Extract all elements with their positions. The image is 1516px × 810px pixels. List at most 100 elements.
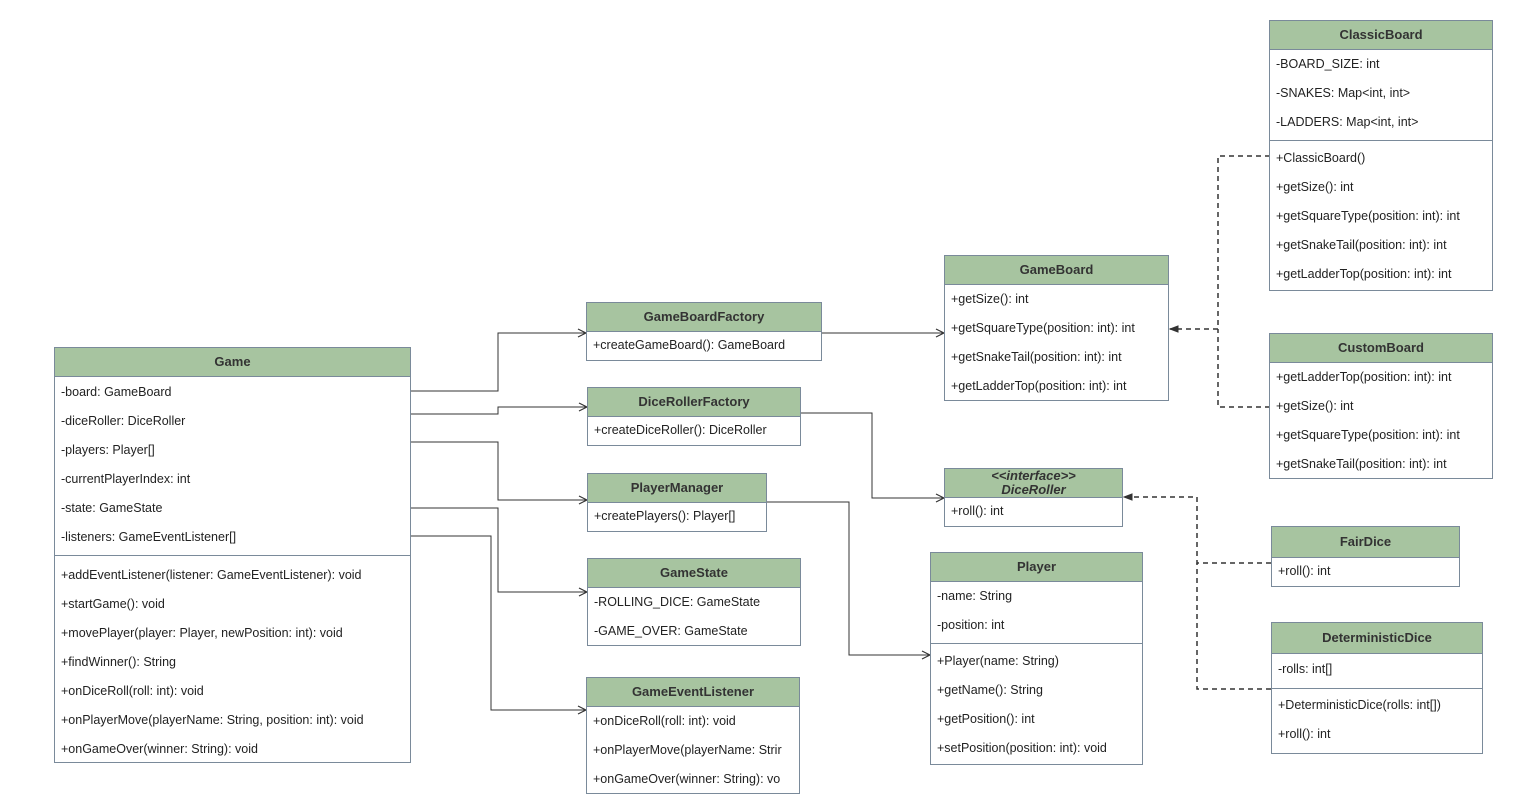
method: +DeterministicDice(rolls: int[]): [1278, 698, 1441, 712]
class-name: GameBoardFactory: [643, 309, 765, 324]
class-game-board[interactable]: GameBoard +getSize(): int +getSquareType…: [944, 255, 1169, 401]
class-fair-dice[interactable]: FairDice +roll(): int: [1271, 526, 1460, 587]
methods-section: +createPlayers(): Player[]: [588, 503, 766, 530]
class-name: GameState: [660, 565, 728, 580]
class-dice-roller-interface[interactable]: <<interface>> DiceRoller +roll(): int: [944, 468, 1123, 527]
class-header: GameBoardFactory: [587, 303, 821, 332]
class-header: PlayerManager: [588, 474, 766, 503]
method: +findWinner(): String: [61, 655, 176, 669]
edge-game-to-dice-roller-factory: [411, 407, 587, 415]
class-name: DeterministicDice: [1322, 630, 1432, 645]
class-game-state[interactable]: GameState -ROLLING_DICE: GameState -GAME…: [587, 558, 801, 646]
class-player[interactable]: Player -name: String -position: int +Pla…: [930, 552, 1143, 765]
edge-custom-board-realizes-game-board: [1217, 329, 1270, 408]
methods-section: +createGameBoard(): GameBoard: [587, 332, 821, 359]
edge-fair-dice-realizes-dice-roller: [1124, 497, 1271, 564]
method: +getLadderTop(position: int): int: [951, 379, 1127, 393]
class-name: FairDice: [1339, 534, 1392, 549]
method: +roll(): int: [951, 504, 1004, 518]
class-header: DeterministicDice: [1272, 623, 1482, 654]
method: +getSquareType(position: int): int: [1276, 209, 1460, 223]
edge-game-to-game-board-factory: [411, 333, 586, 392]
class-name: PlayerManager: [630, 480, 724, 495]
class-header: Player: [931, 553, 1142, 582]
attribute: -SNAKES: Map<int, int>: [1276, 86, 1411, 100]
methods-section: +createDiceRoller(): DiceRoller: [588, 417, 800, 444]
method: +getName(): String: [937, 683, 1043, 697]
attribute: -listeners: GameEventListener[]: [61, 530, 237, 544]
attribute: -LADDERS: Map<int, int>: [1276, 115, 1419, 129]
class-header: GameState: [588, 559, 800, 588]
method: +onDiceRoll(roll: int): void: [593, 714, 736, 728]
class-name: GameEventListener: [631, 684, 755, 699]
attribute: -currentPlayerIndex: int: [61, 472, 191, 486]
method: +onPlayerMove(playerName: Strir: [593, 743, 782, 757]
methods-section: +getLadderTop(position: int): int +getSi…: [1270, 363, 1492, 478]
edge-game-to-game-state: [411, 507, 587, 592]
class-header: DiceRollerFactory: [588, 388, 800, 417]
method: +getSnakeTail(position: int): int: [951, 350, 1122, 364]
edge-classic-board-realizes-game-board: [1170, 155, 1270, 329]
attribute: -players: Player[]: [61, 443, 155, 457]
attribute: -BOARD_SIZE: int: [1276, 57, 1380, 71]
method: +startGame(): void: [61, 597, 165, 611]
method: +getSquareType(position: int): int: [1276, 428, 1460, 442]
methods-section: +addEventListener(listener: GameEventLis…: [55, 556, 410, 762]
class-classic-board[interactable]: ClassicBoard -BOARD_SIZE: int -SNAKES: M…: [1269, 20, 1493, 291]
class-game-event-listener[interactable]: GameEventListener +onDiceRoll(roll: int)…: [586, 677, 800, 794]
edge-deterministic-dice-realizes-dice-roller: [1196, 563, 1271, 690]
method: +onPlayerMove(playerName: String, positi…: [61, 713, 364, 727]
method: +getSquareType(position: int): int: [951, 321, 1135, 335]
method: +getSize(): int: [951, 292, 1029, 306]
method: +createDiceRoller(): DiceRoller: [594, 423, 767, 437]
attribute: -board: GameBoard: [61, 385, 172, 399]
method: +getLadderTop(position: int): int: [1276, 370, 1452, 384]
method: +getPosition(): int: [937, 712, 1035, 726]
method: +onGameOver(winner: String): void: [61, 742, 258, 756]
attributes-section: -BOARD_SIZE: int -SNAKES: Map<int, int> …: [1270, 50, 1492, 141]
class-name: DiceRollerFactory: [638, 394, 750, 409]
class-header: <<interface>> DiceRoller: [945, 469, 1122, 498]
class-header: CustomBoard: [1270, 334, 1492, 363]
class-name: DiceRoller: [1001, 482, 1066, 497]
method: +createPlayers(): Player[]: [594, 509, 736, 523]
attributes-section: -board: GameBoard -diceRoller: DiceRolle…: [55, 377, 410, 556]
class-header: ClassicBoard: [1270, 21, 1492, 50]
class-game[interactable]: Game -board: GameBoard -diceRoller: Dice…: [54, 347, 411, 763]
method: +getSize(): int: [1276, 399, 1354, 413]
class-deterministic-dice[interactable]: DeterministicDice -rolls: int[] +Determi…: [1271, 622, 1483, 754]
class-header: FairDice: [1272, 527, 1459, 558]
method: +movePlayer(player: Player, newPosition:…: [61, 626, 343, 640]
class-header: GameBoard: [945, 256, 1168, 285]
methods-section: +roll(): int: [945, 498, 1122, 525]
class-game-board-factory[interactable]: GameBoardFactory +createGameBoard(): Gam…: [586, 302, 822, 361]
methods-section: +onDiceRoll(roll: int): void +onPlayerMo…: [587, 707, 799, 793]
class-header: Game: [55, 348, 410, 377]
class-player-manager[interactable]: PlayerManager +createPlayers(): Player[]: [587, 473, 767, 532]
attributes-section: -ROLLING_DICE: GameState -GAME_OVER: Gam…: [588, 588, 800, 645]
stereotype-label: <<interface>>: [991, 468, 1076, 483]
method: +getSize(): int: [1276, 180, 1354, 194]
method: +roll(): int: [1278, 564, 1331, 578]
method: +getSnakeTail(position: int): int: [1276, 457, 1447, 471]
methods-section: +ClassicBoard() +getSize(): int +getSqua…: [1270, 141, 1492, 289]
class-name: Game: [214, 354, 251, 369]
method: +roll(): int: [1278, 727, 1331, 741]
class-name: ClassicBoard: [1339, 27, 1423, 42]
method: +onGameOver(winner: String): vo: [593, 772, 781, 786]
attribute: -diceRoller: DiceRoller: [61, 414, 186, 428]
class-dice-roller-factory[interactable]: DiceRollerFactory +createDiceRoller(): D…: [587, 387, 801, 446]
edge-factory-to-dice-roller: [800, 412, 944, 498]
class-custom-board[interactable]: CustomBoard +getLadderTop(position: int)…: [1269, 333, 1493, 479]
method: +addEventListener(listener: GameEventLis…: [61, 568, 362, 582]
method: +Player(name: String): [937, 654, 1059, 668]
methods-section: +getSize(): int +getSquareType(position:…: [945, 285, 1168, 400]
method: +setPosition(position: int): void: [937, 741, 1107, 755]
attributes-section: -name: String -position: int: [931, 582, 1142, 644]
edge-game-to-player-manager: [411, 441, 587, 500]
attribute: -ROLLING_DICE: GameState: [594, 595, 761, 609]
class-name: Player: [1016, 559, 1057, 574]
methods-section: +Player(name: String) +getName(): String…: [931, 644, 1142, 763]
class-header: GameEventListener: [587, 678, 799, 707]
method: +getSnakeTail(position: int): int: [1276, 238, 1447, 252]
